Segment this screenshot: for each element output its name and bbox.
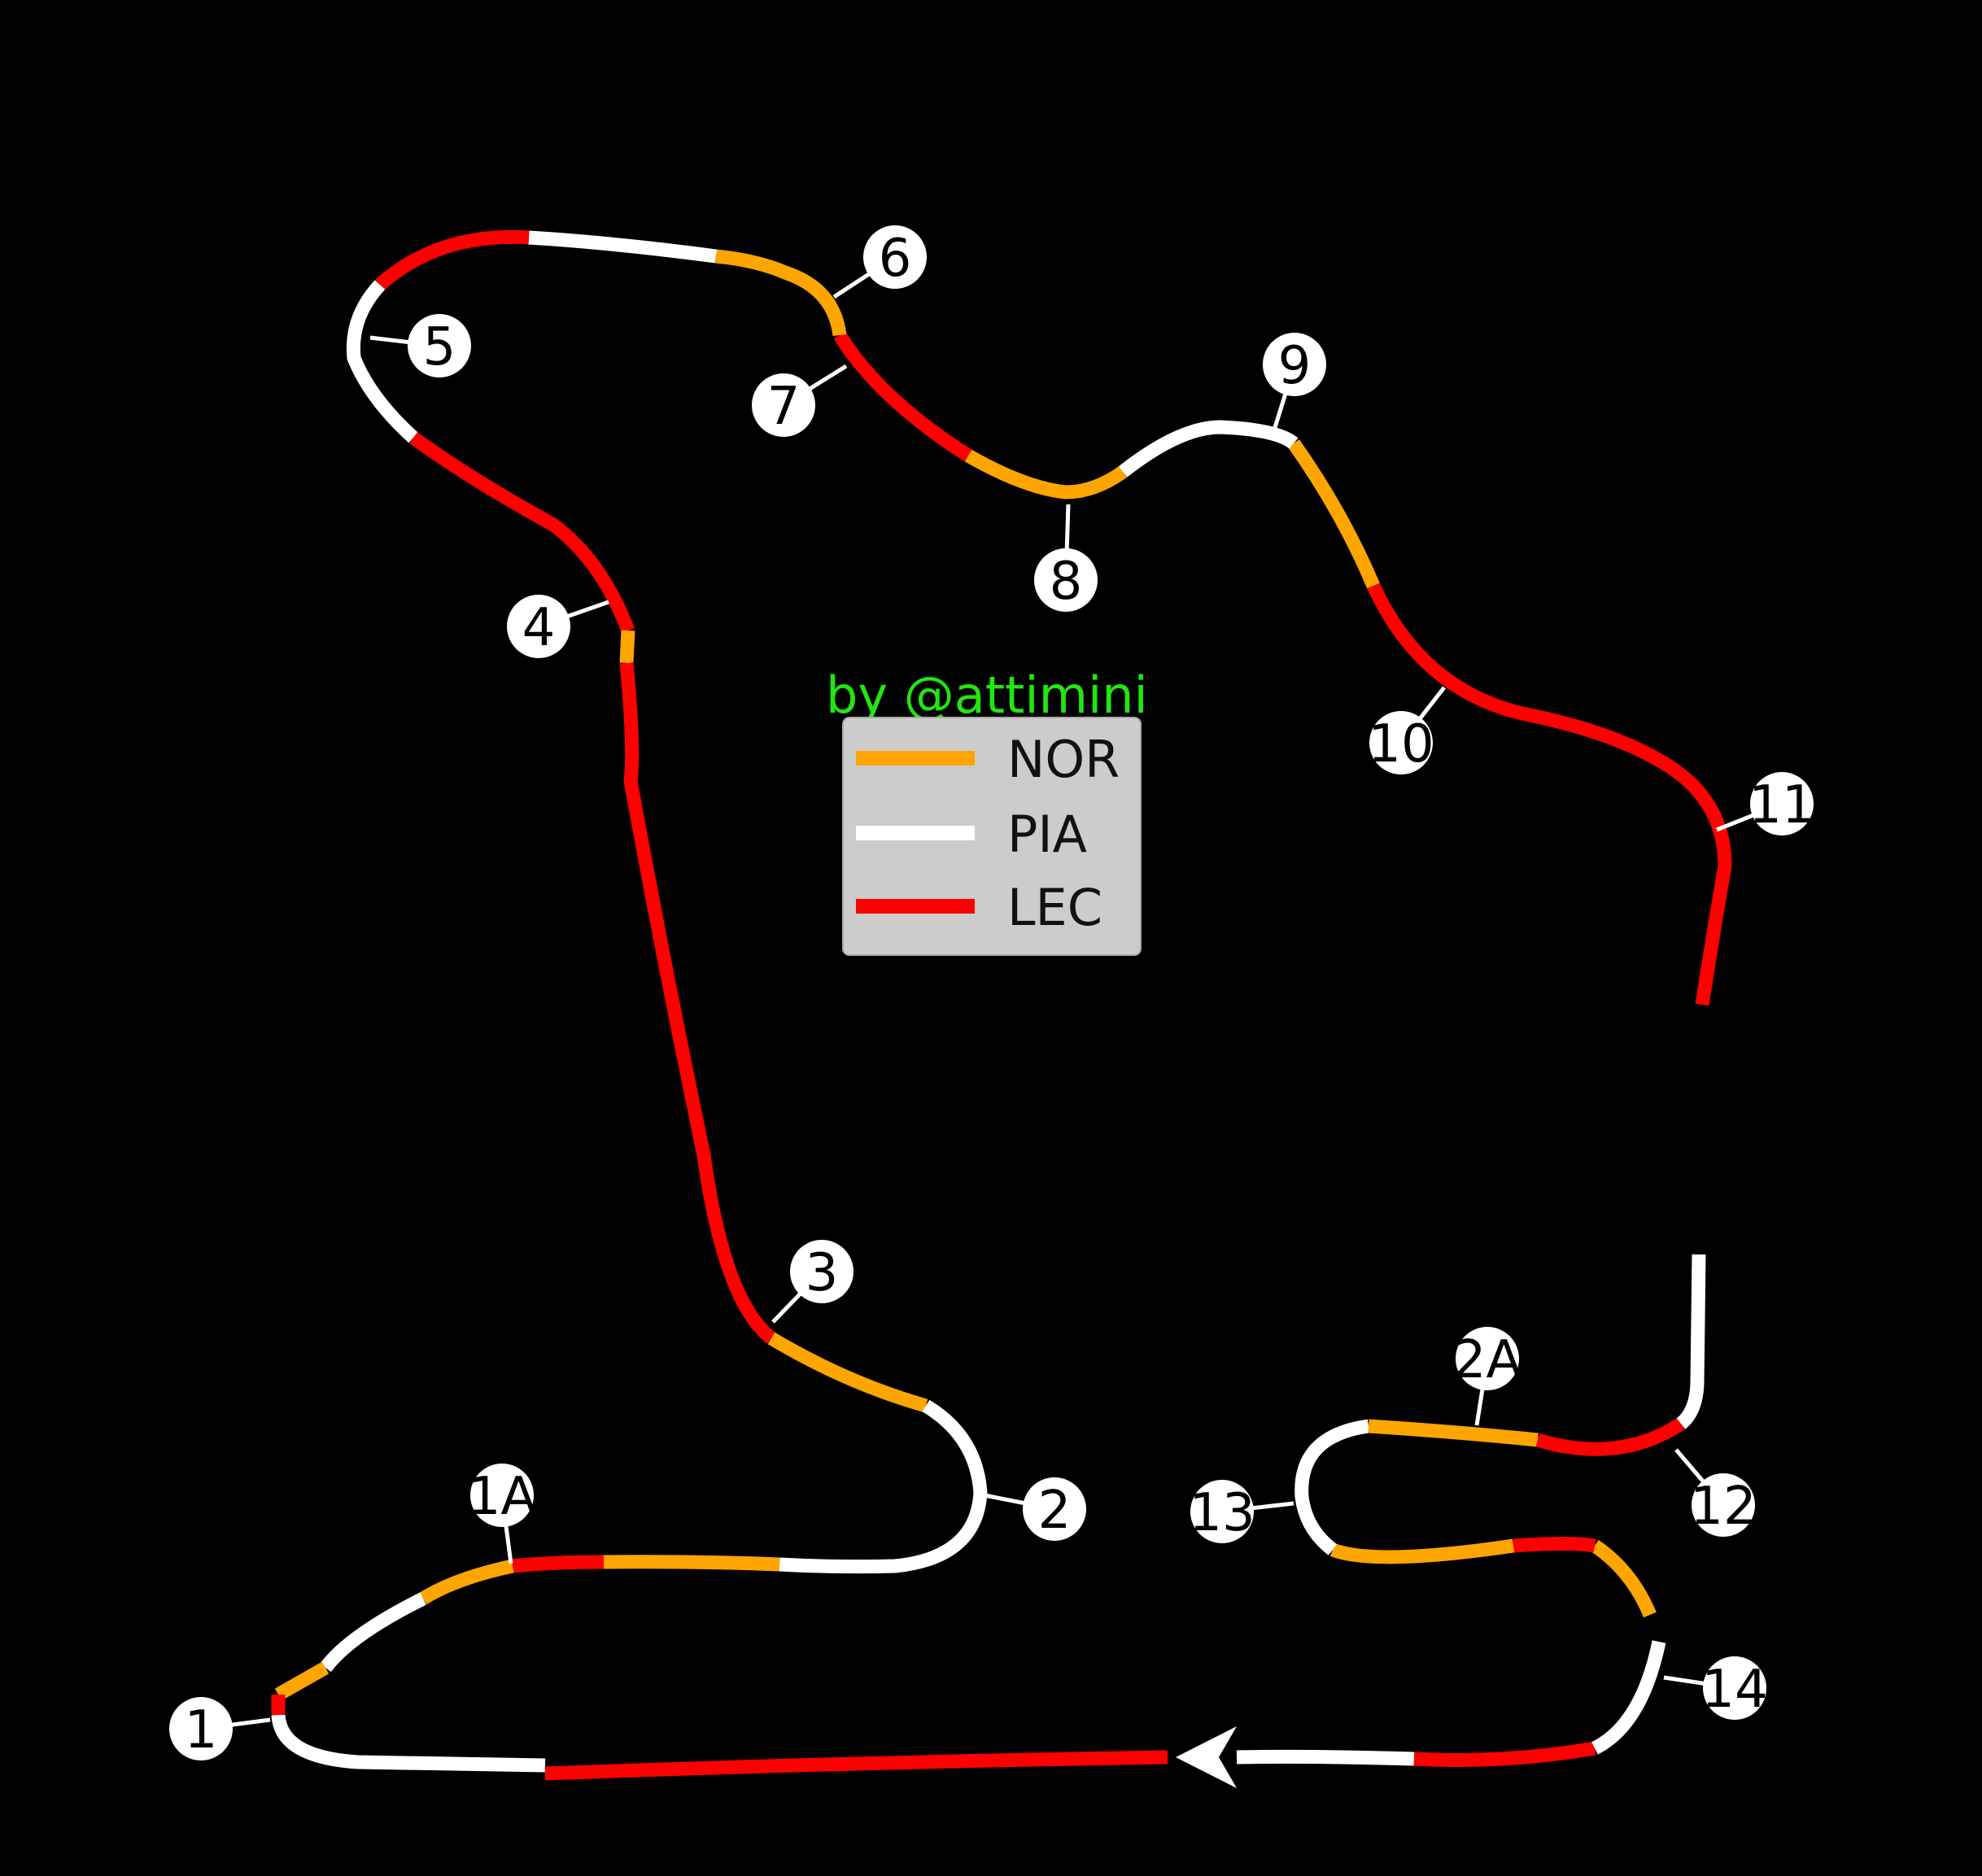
track-segment-nor bbox=[1329, 1538, 1515, 1564]
track-layer bbox=[271, 229, 1732, 1781]
corner-label: 12 bbox=[1690, 1477, 1756, 1537]
corner-label: 1 bbox=[185, 1700, 218, 1760]
corner-badge bbox=[1692, 1473, 1755, 1537]
track-segment-lec bbox=[544, 1750, 1168, 1781]
corner-label: 2 bbox=[1038, 1481, 1072, 1541]
corner-label: 2A bbox=[1453, 1330, 1522, 1390]
corner-badge bbox=[507, 595, 570, 658]
corner-label: 7 bbox=[767, 377, 801, 437]
track-segment-nor bbox=[1591, 1539, 1657, 1618]
track-segment-lec bbox=[409, 432, 635, 633]
corner-marker: 10 bbox=[1368, 686, 1446, 774]
corner-marker: 14 bbox=[1663, 1656, 1768, 1720]
track-segment-pia bbox=[320, 1592, 426, 1673]
corner-marker: 7 bbox=[752, 364, 848, 437]
corner-badge bbox=[408, 314, 471, 377]
track-segment-lec bbox=[1413, 1741, 1596, 1767]
track-segment-nor bbox=[715, 249, 847, 337]
corner-marker: 1 bbox=[169, 1697, 271, 1760]
track-segment-nor bbox=[767, 1332, 928, 1413]
track-segment-pia bbox=[1118, 420, 1299, 478]
corner-marker: 9 bbox=[1263, 333, 1326, 434]
corner-layer: 1 1A 2 2A 3 4 5 6 7 8 9 10 11 12 13 14 bbox=[169, 225, 1815, 1760]
track-segment-pia bbox=[346, 280, 418, 443]
corner-label: 10 bbox=[1368, 714, 1434, 774]
legend-label-pia: PIA bbox=[1007, 805, 1087, 864]
corner-badge bbox=[1369, 711, 1433, 774]
corner-badge bbox=[169, 1697, 233, 1760]
corner-label: 8 bbox=[1050, 552, 1083, 612]
legend-label-lec: LEC bbox=[1007, 878, 1102, 937]
corner-badge bbox=[1034, 548, 1098, 612]
corner-badge bbox=[1023, 1477, 1086, 1541]
corner-marker: 13 bbox=[1189, 1480, 1294, 1543]
corner-badge bbox=[863, 225, 927, 289]
corner-marker: 11 bbox=[1716, 772, 1815, 835]
corner-marker: 2 bbox=[984, 1477, 1086, 1541]
corner-label: 14 bbox=[1701, 1660, 1767, 1720]
corner-badge bbox=[790, 1240, 853, 1303]
corner-marker: 12 bbox=[1674, 1448, 1757, 1537]
track-segment-pia bbox=[1676, 1254, 1706, 1429]
track-segment-lec bbox=[619, 662, 776, 1344]
legend: NOR PIA LEC bbox=[842, 717, 1142, 956]
corner-marker: 5 bbox=[369, 314, 471, 377]
track-segment-nor bbox=[1368, 1419, 1539, 1447]
corner-label: 1A bbox=[468, 1467, 537, 1527]
track-segment-lec bbox=[1535, 1417, 1685, 1456]
track-segment-pia bbox=[779, 1399, 988, 1574]
track-segment-nor bbox=[964, 449, 1127, 500]
track-segment-pia bbox=[1591, 1640, 1666, 1755]
corner-label: 11 bbox=[1748, 775, 1814, 835]
corner-badge bbox=[470, 1464, 534, 1527]
track-segment-nor bbox=[274, 1661, 330, 1701]
track-segment-nor bbox=[1288, 439, 1380, 589]
corner-label: 9 bbox=[1278, 336, 1312, 396]
corner-label: 13 bbox=[1189, 1483, 1255, 1543]
corner-marker: 8 bbox=[1034, 504, 1098, 612]
corner-marker: 1A bbox=[468, 1464, 537, 1564]
track-segment-pia bbox=[1236, 1749, 1415, 1766]
corner-label: 5 bbox=[423, 317, 456, 377]
track-segment-nor bbox=[419, 1559, 514, 1605]
legend-label-nor: NOR bbox=[1007, 730, 1120, 789]
corner-marker: 3 bbox=[771, 1240, 853, 1324]
track-segment-lec bbox=[512, 1555, 605, 1573]
corner-label: 4 bbox=[522, 598, 556, 658]
corner-label: 3 bbox=[805, 1243, 839, 1303]
corner-badge bbox=[752, 373, 815, 437]
track-segment-pia bbox=[1294, 1419, 1370, 1555]
direction-arrow-icon bbox=[1176, 1726, 1237, 1788]
track-segment-lec bbox=[833, 331, 972, 462]
corner-badge bbox=[1456, 1327, 1519, 1390]
corner-badge bbox=[1750, 772, 1814, 835]
legend-box bbox=[842, 717, 1142, 956]
corner-marker: 2A bbox=[1453, 1327, 1522, 1426]
track-segment-pia bbox=[528, 230, 718, 264]
track-segment-pia bbox=[271, 1713, 546, 1773]
track-segment-nor bbox=[619, 630, 635, 664]
corner-badge bbox=[1703, 1656, 1766, 1720]
track-segment-lec bbox=[375, 229, 530, 290]
corner-badge bbox=[1190, 1480, 1254, 1543]
corner-badge bbox=[1263, 333, 1326, 396]
track-segment-lec bbox=[1513, 1537, 1596, 1553]
track-segment-nor bbox=[603, 1555, 780, 1572]
corner-marker: 6 bbox=[832, 225, 927, 299]
corner-label: 6 bbox=[879, 229, 912, 289]
credit-text: by @attimini bbox=[826, 665, 1148, 725]
corner-marker: 4 bbox=[507, 595, 609, 658]
track-segment-lec bbox=[1367, 582, 1732, 1006]
